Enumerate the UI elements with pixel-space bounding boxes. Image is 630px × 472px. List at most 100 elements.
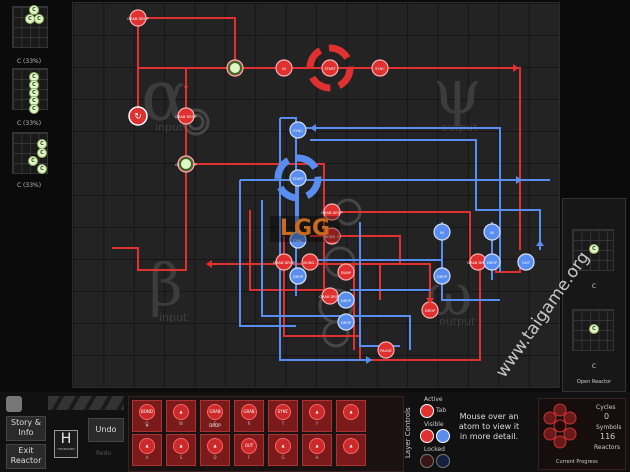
blue-arrows bbox=[310, 124, 544, 364]
story-info-button[interactable]: Story & Info bbox=[6, 416, 46, 441]
red-instruction-node[interactable]: SWAP bbox=[337, 263, 355, 281]
blue-instruction-node[interactable]: SYNC bbox=[289, 231, 307, 249]
preview-atom: C bbox=[28, 156, 38, 166]
locked-blue-toggle[interactable] bbox=[436, 454, 450, 468]
svg-text:↻: ↻ bbox=[134, 112, 142, 122]
element-tile[interactable]: H HYDROGEN bbox=[54, 430, 78, 458]
lgg-watermark: LGG bbox=[270, 216, 340, 242]
visible-blue-toggle[interactable] bbox=[436, 429, 450, 443]
red-instruction-node[interactable]: DROP bbox=[421, 301, 439, 319]
palette-instruction[interactable]: ▲Y bbox=[302, 400, 332, 432]
undo-button[interactable]: Undo bbox=[88, 418, 124, 442]
cycles-value: 0 bbox=[604, 412, 610, 421]
output-preview-panel: C C C C Open Reactor bbox=[562, 198, 626, 392]
svg-text:DROP: DROP bbox=[293, 275, 304, 279]
alpha-input-label: input bbox=[155, 121, 184, 134]
board-atom bbox=[228, 61, 242, 75]
active-label: Active bbox=[424, 396, 443, 403]
reactors-label: Reactors bbox=[594, 444, 621, 451]
red-instruction-node[interactable]: GRAB DROP bbox=[175, 107, 198, 125]
preview-grid-2: C C C C C bbox=[12, 68, 48, 114]
cycles-label: Cycles bbox=[596, 404, 616, 411]
red-instruction-node[interactable]: START bbox=[321, 59, 339, 77]
waldo-paths: GRAB DROP GRAB DROP GRAB DROP SYNC IN START SY… bbox=[112, 9, 550, 364]
open-reactor-label[interactable]: Open Reactor bbox=[576, 379, 612, 385]
svg-text:DROP: DROP bbox=[341, 321, 352, 325]
output-atom: C bbox=[589, 244, 599, 254]
blue-instruction-node[interactable]: DROP bbox=[289, 267, 307, 285]
blue-instruction-node[interactable]: OUT bbox=[517, 253, 535, 271]
palette-instruction[interactable]: ▲G bbox=[268, 434, 298, 466]
svg-text:SYNC: SYNC bbox=[293, 129, 303, 133]
element-orb-icon[interactable] bbox=[6, 396, 22, 412]
locked-label: Locked bbox=[424, 446, 445, 453]
visible-red-toggle[interactable] bbox=[420, 429, 434, 443]
board-atom bbox=[179, 157, 193, 171]
red-instruction-node[interactable]: BOND + bbox=[323, 227, 341, 245]
svg-text:GRAB DROP: GRAB DROP bbox=[175, 115, 197, 119]
svg-text:IN: IN bbox=[440, 231, 444, 235]
palette-instruction[interactable]: ▲A bbox=[132, 434, 162, 466]
red-start-ring bbox=[306, 44, 354, 92]
blue-instruction-node[interactable]: IN bbox=[483, 223, 501, 241]
blue-instruction-node[interactable]: DROP bbox=[337, 291, 355, 309]
symbols-value: 116 bbox=[600, 432, 616, 441]
palette-instruction[interactable]: ▲ bbox=[336, 434, 366, 466]
blue-instruction-node[interactable]: DROP bbox=[337, 313, 355, 331]
palette-instruction[interactable]: ▲W bbox=[166, 400, 196, 432]
svg-text:SWAP: SWAP bbox=[341, 271, 352, 275]
red-instruction-node[interactable]: GRAB DROP bbox=[319, 287, 342, 305]
blue-instruction-node[interactable]: IN bbox=[433, 223, 451, 241]
red-instruction-node[interactable]: GRAB DROP bbox=[321, 203, 344, 221]
beta-symbol: β bbox=[149, 251, 183, 319]
red-instruction-node[interactable]: GRAB DROP bbox=[273, 253, 296, 271]
element-name: HYDROGEN bbox=[57, 447, 75, 451]
output-preview-grid-1: C bbox=[572, 229, 614, 271]
svg-text:START: START bbox=[324, 67, 336, 71]
redo-button[interactable]: Redo bbox=[96, 450, 112, 457]
active-red-layer-toggle[interactable] bbox=[420, 404, 434, 418]
blue-instruction-node[interactable]: DROP bbox=[433, 267, 451, 285]
preview-label: C (33%) bbox=[16, 182, 42, 189]
preview-grid-1: C C C bbox=[12, 5, 48, 48]
red-arrows bbox=[184, 64, 519, 304]
output-atom: C bbox=[589, 324, 599, 334]
blue-instruction-node[interactable]: START bbox=[289, 169, 307, 187]
palette-instruction[interactable]: ▲S bbox=[166, 434, 196, 466]
layer-controls-label-box: Layer Controls bbox=[404, 394, 414, 470]
palette-instruction[interactable]: BOND +Q bbox=[132, 400, 162, 432]
palette-instruction[interactable]: ▲H bbox=[302, 434, 332, 466]
svg-text:BOND -: BOND - bbox=[303, 261, 317, 265]
palette-instruction[interactable]: ▲D bbox=[200, 434, 230, 466]
preview-label: C (33%) bbox=[16, 58, 42, 65]
preview-label: C (33%) bbox=[16, 120, 42, 127]
preview-atom: C bbox=[29, 5, 39, 15]
red-instruction-node[interactable]: GRAB DROP bbox=[127, 9, 150, 27]
blue-instruction-node[interactable]: DROP bbox=[483, 253, 501, 271]
blue-start-ring bbox=[274, 154, 322, 202]
svg-text:GRAB DROP: GRAB DROP bbox=[127, 17, 149, 21]
symbols-label: Symbols bbox=[596, 424, 622, 431]
chevron-strip bbox=[48, 396, 124, 410]
visible-label: Visible bbox=[424, 421, 444, 428]
tab-key-label: Tab bbox=[436, 407, 447, 414]
preview-grid-3: C C C C bbox=[12, 132, 48, 174]
red-instruction-node[interactable]: SYNC bbox=[371, 59, 389, 77]
red-instruction-node[interactable]: PAUSE bbox=[377, 341, 395, 359]
blue-instruction-node[interactable]: SYNC bbox=[289, 121, 307, 139]
hint-text: Mouse over an atom to view it in more de… bbox=[458, 412, 520, 441]
svg-text:START: START bbox=[292, 177, 304, 181]
svg-text:GRAB DROP: GRAB DROP bbox=[467, 261, 489, 265]
svg-text:SYNC: SYNC bbox=[293, 239, 303, 243]
exit-reactor-button[interactable]: Exit Reactor bbox=[6, 444, 46, 469]
locked-red-toggle[interactable] bbox=[420, 454, 434, 468]
red-instruction-node[interactable]: BOND - bbox=[301, 253, 319, 271]
svg-text:DROP: DROP bbox=[341, 299, 352, 303]
layer-controls-label: Layer Controls bbox=[404, 407, 412, 458]
red-instruction-node[interactable]: IN bbox=[275, 59, 293, 77]
palette-instruction[interactable]: ▲ bbox=[336, 400, 366, 432]
